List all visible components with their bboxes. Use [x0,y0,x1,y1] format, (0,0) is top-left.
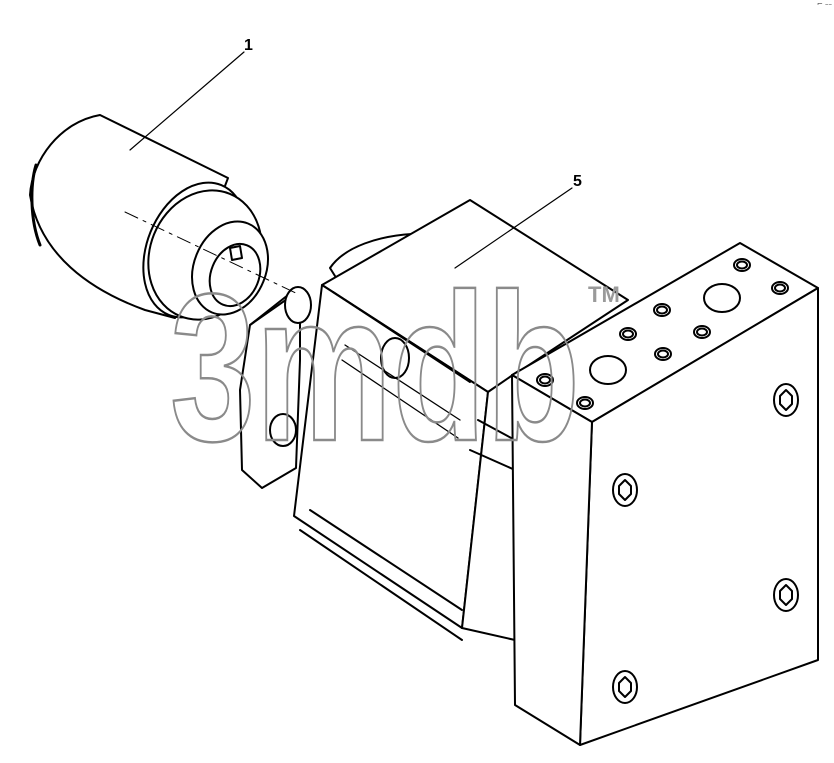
callout-1-label: 1 [244,37,253,54]
watermark-trademark: TM [588,282,620,307]
corner-mark: ⌐ –– [816,0,832,8]
callout-5-label: 5 [573,173,582,190]
part-5-motor-body [239,199,629,641]
end-plate [511,242,819,746]
callout-5-leader [454,187,573,269]
callout-1-leader [129,51,245,151]
part-1-coupling [29,114,301,321]
watermark-logo: 3mdb TM [169,249,620,487]
watermark-logo-text: 3mdb [170,250,580,485]
